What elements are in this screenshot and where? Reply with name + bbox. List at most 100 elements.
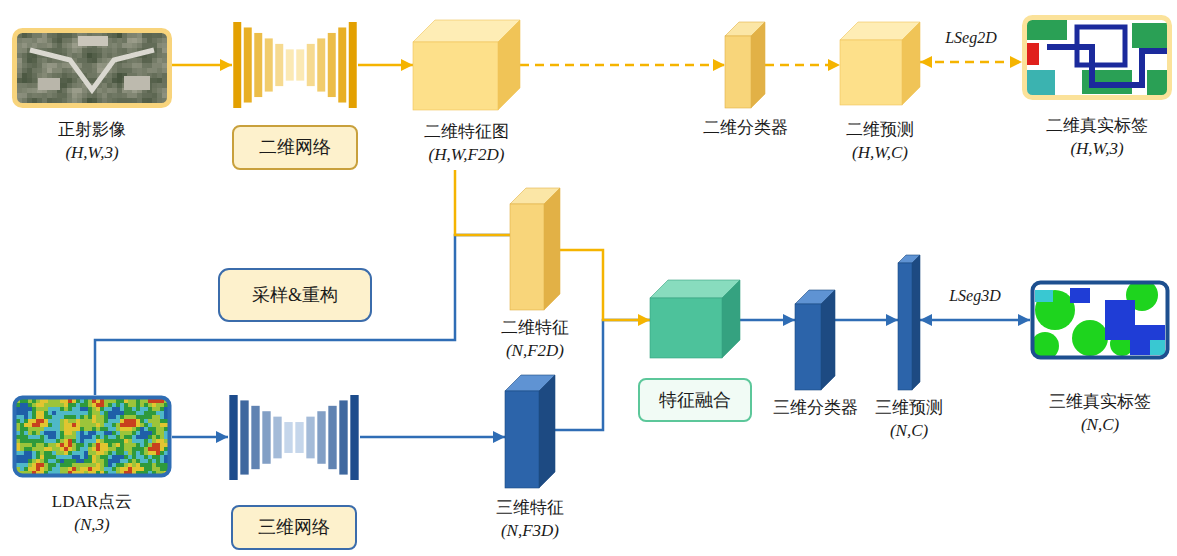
point-cloud-dots [40,411,44,415]
point-cloud-dots [60,467,64,471]
point-cloud-dots [108,467,112,471]
aerial-texture [152,63,157,68]
point-cloud-dots [96,427,100,431]
point-cloud-dots [140,399,144,403]
point-cloud-dots [164,447,168,451]
point-cloud-dots [88,399,92,403]
point-cloud-dots [100,427,104,431]
aerial-texture [157,88,162,93]
aerial-texture [37,38,42,43]
point-cloud-dots [32,451,36,455]
point-cloud-dots [32,431,36,435]
water-area [1027,70,1055,96]
aerial-texture [37,98,42,103]
point-cloud-dots [104,467,108,471]
point-cloud-dots [156,411,160,415]
point-cloud-dots [128,415,132,419]
point-cloud-dots [112,443,116,447]
point-cloud-dots [144,443,148,447]
point-cloud-dots [152,459,156,463]
cube-front [650,298,722,358]
fusion-cube: 特征融合 [650,280,740,358]
point-cloud-dots [156,451,160,455]
aerial-texture [27,68,32,73]
aerial-texture [97,98,102,103]
point-cloud-dots [120,467,124,471]
shape-dims: (N,C) [875,419,943,442]
network-layer [262,411,270,464]
node-label: 采样&重构 [252,284,338,307]
point-cloud-dots [56,455,60,459]
point-cloud-dots [84,431,88,435]
point-cloud-dots [48,399,52,403]
aerial-texture [162,48,167,53]
point-cloud-dots [140,451,144,455]
aerial-texture [82,98,87,103]
point-cloud-dots [104,411,108,415]
point-cloud-dots [112,467,116,471]
point-cloud-dots [112,411,116,415]
point-cloud-dots [128,399,132,403]
aerial-texture [112,38,117,43]
point-cloud-dots [152,447,156,451]
point-cloud-dots [144,459,148,463]
aerial-texture [122,48,127,53]
aerial-texture [52,98,57,103]
aerial-texture [117,63,122,68]
aerial-texture [112,73,117,78]
point-cloud-dots [136,427,140,431]
aerial-texture [147,68,152,73]
flow-arrow [765,64,840,67]
point-cloud-dots [124,431,128,435]
point-cloud-dots [36,455,40,459]
network-layer [317,411,325,464]
aerial-texture [137,63,142,68]
point-cloud-dots [44,419,48,423]
point-cloud-dots [52,459,56,463]
point-cloud-dots [140,455,144,459]
point-cloud-dots [108,447,112,451]
point-cloud-dots [104,403,108,407]
point-cloud-dots [84,459,88,463]
point-cloud-dots [28,439,32,443]
aerial-texture [107,88,112,93]
point-cloud-dots [120,447,124,451]
cube-side [821,290,835,390]
aerial-texture [82,68,87,73]
flow-arrow [95,235,510,395]
aerial-texture [142,58,147,63]
point-cloud-dots [52,447,56,451]
point-cloud-dots [36,439,40,443]
point-cloud-dots [112,435,116,439]
point-cloud-dots [164,411,168,415]
point-cloud-dots [56,427,60,431]
aerial-texture [162,68,167,73]
point-cloud-dots [36,435,40,439]
point-cloud-dots [132,459,136,463]
point-cloud-dots [28,403,32,407]
aerial-texture [162,88,167,93]
point-cloud-dots [128,443,132,447]
point-cloud-dots [144,439,148,443]
aerial-texture [152,33,157,38]
aerial-texture [147,63,152,68]
aerial-texture [157,98,162,103]
point-cloud-dots [48,427,52,431]
point-cloud-dots [100,415,104,419]
aerial-texture [132,63,137,68]
point-cloud-dots [124,463,128,467]
point-cloud-dots [148,455,152,459]
aerial-texture [117,78,122,83]
point-cloud-dots [100,411,104,415]
network-layer [296,49,304,80]
building-area [1077,27,1125,65]
point-cloud-dots [60,447,64,451]
point-cloud-dots [116,435,120,439]
point-cloud-dots [96,415,100,419]
point-cloud-dots [64,419,68,423]
point-cloud-dots [112,447,116,451]
shape-dims: (H,W,3) [58,141,126,164]
point-cloud-dots [104,415,108,419]
point-cloud-dots [124,447,128,451]
point-cloud-dots [44,411,48,415]
